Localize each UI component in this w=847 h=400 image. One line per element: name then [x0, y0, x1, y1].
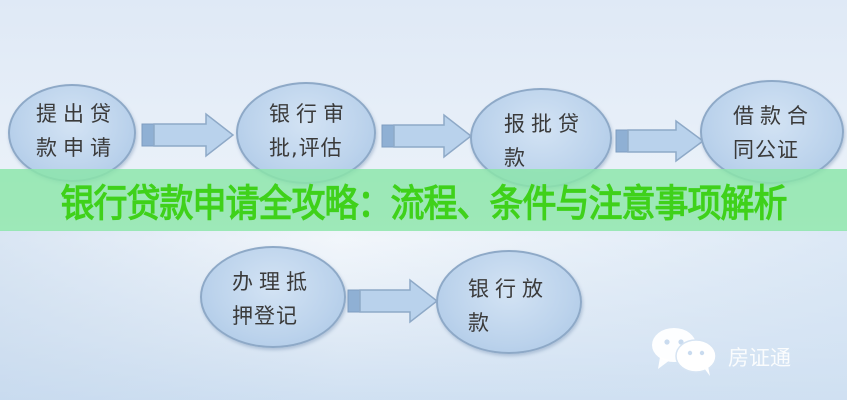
arrow-right-icon: [615, 119, 705, 163]
node-bank-disbursement: [436, 250, 582, 354]
wechat-icon: [652, 328, 717, 376]
node-report-loan-text: 报批贷款: [504, 112, 585, 170]
node-loan-contract-notarization-text: 借款合同公证: [733, 104, 814, 162]
node-submit-application-text: 提出贷款申请: [36, 102, 117, 160]
node-bank-disbursement-text: 银行放款: [468, 277, 549, 335]
watermark-text: 房证通: [728, 346, 791, 370]
node-mortgage-registration: [200, 246, 346, 348]
watermark: 房证通: [650, 325, 791, 377]
node-submit-application: [8, 84, 136, 182]
node-bank-review-text: 银行审批,评估: [269, 102, 350, 160]
banner-title: 银行贷款申请全攻略：流程、条件与注意事项解析: [60, 181, 788, 227]
title-banner: 银行贷款申请全攻略：流程、条件与注意事项解析: [0, 169, 847, 231]
arrow-right-icon: [347, 278, 439, 324]
arrow-right-icon: [141, 112, 235, 158]
node-loan-contract-notarization: [700, 80, 844, 184]
arrow-right-icon: [381, 113, 473, 159]
node-mortgage-registration-text: 办理抵押登记: [232, 270, 313, 328]
background-shade: [0, 230, 847, 400]
